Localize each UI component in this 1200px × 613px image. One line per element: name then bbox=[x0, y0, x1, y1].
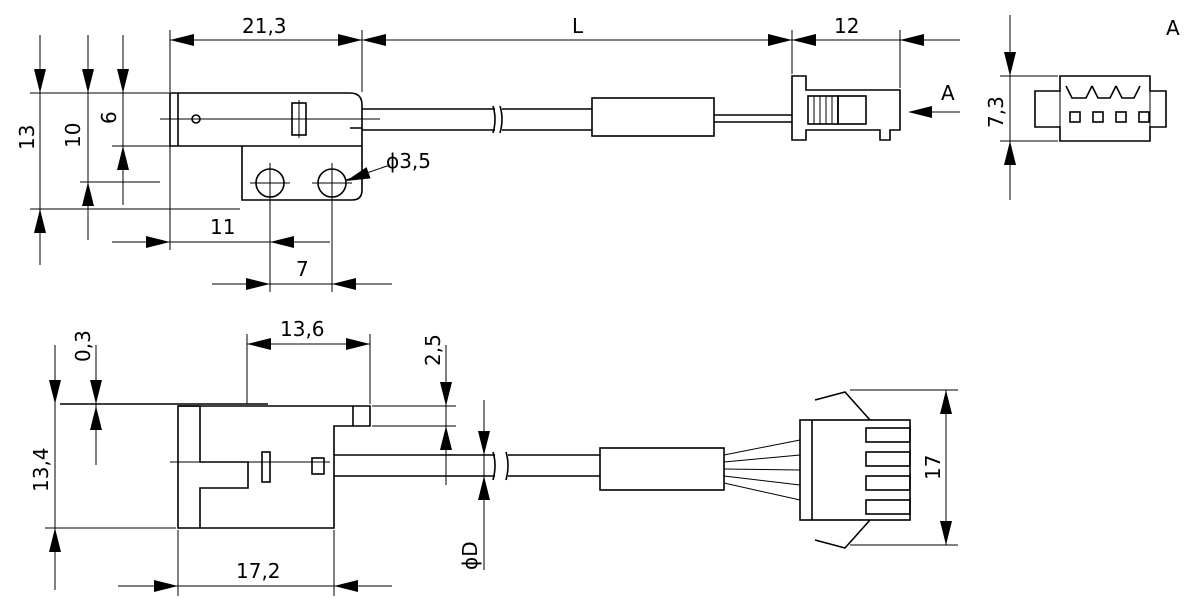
dim-2-5: 2,5 bbox=[421, 334, 445, 366]
dim-L: L bbox=[572, 14, 584, 38]
end-view-title: A bbox=[1166, 16, 1180, 40]
end-view: A 7,3 bbox=[984, 15, 1180, 200]
dim-7-3: 7,3 bbox=[984, 96, 1008, 128]
hole-diameter: ϕ3,5 bbox=[386, 149, 431, 173]
top-view: A 21,3 L 12 13 10 6 bbox=[15, 14, 960, 292]
dim-7: 7 bbox=[296, 257, 309, 281]
connector-side bbox=[799, 391, 911, 549]
connector-top bbox=[791, 75, 901, 141]
sensor-body-top bbox=[160, 92, 380, 203]
cable-top bbox=[362, 97, 792, 137]
dim-12: 12 bbox=[834, 14, 859, 38]
dim-21-3: 21,3 bbox=[242, 14, 287, 38]
dim-17: 17 bbox=[921, 455, 945, 480]
dim-6: 6 bbox=[97, 111, 121, 124]
cable-side bbox=[334, 439, 801, 501]
side-view: 0,3 13,6 2,5 13,4 17,2 ϕD bbox=[29, 317, 958, 596]
dim-13-4: 13,4 bbox=[29, 447, 53, 492]
dim-17-2: 17,2 bbox=[236, 559, 281, 583]
dim-10: 10 bbox=[61, 123, 85, 148]
dim-phi-D: ϕD bbox=[458, 541, 482, 570]
dim-0-3: 0,3 bbox=[71, 330, 95, 362]
dim-13-6: 13,6 bbox=[280, 317, 325, 341]
sensor-body-side bbox=[60, 403, 371, 529]
view-arrow-label: A bbox=[941, 81, 955, 105]
dim-13: 13 bbox=[15, 125, 39, 150]
dim-11: 11 bbox=[210, 215, 235, 239]
